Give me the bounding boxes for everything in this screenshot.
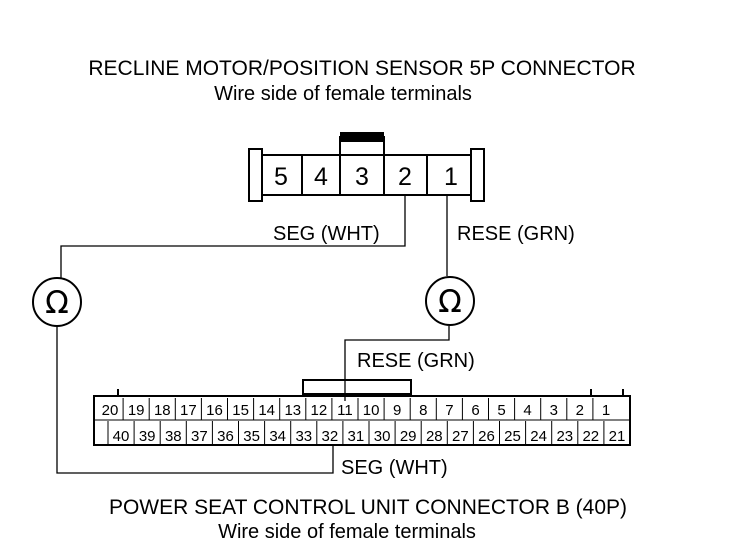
pin-39: 39 <box>139 428 156 445</box>
rese-wire-lower <box>344 326 450 401</box>
pin-28: 28 <box>426 428 443 445</box>
pin-19: 19 <box>128 402 145 419</box>
pin-30: 30 <box>374 428 391 445</box>
pin-3: 3 <box>355 163 369 191</box>
pin-40: 40 <box>113 428 130 445</box>
pin-15: 15 <box>232 402 249 419</box>
pin-34: 34 <box>269 428 286 445</box>
seg-wire-lower <box>56 326 334 474</box>
pin-6: 6 <box>471 402 479 419</box>
pin-4: 4 <box>314 163 328 191</box>
pin-26: 26 <box>478 428 495 445</box>
pin-33: 33 <box>295 428 312 445</box>
pin-row-top: 20 19 18 17 16 15 14 13 12 11 10 9 8 7 6 5 4 3 2 1 <box>102 398 610 420</box>
connector-40p-subtitle: Wire side of female terminals <box>218 521 476 543</box>
rese-wire-label-bottom: RESE (GRN) <box>357 350 475 372</box>
pin-1: 1 <box>444 163 458 191</box>
pin-9: 9 <box>393 402 401 419</box>
pin-13: 13 <box>284 402 301 419</box>
ohmmeter-left: Ω <box>32 277 82 327</box>
pin-7: 7 <box>445 402 453 419</box>
pin-17: 17 <box>180 402 197 419</box>
pin-16: 16 <box>206 402 223 419</box>
connector-5p: 5 4 3 2 1 <box>248 132 485 202</box>
pin-37: 37 <box>191 428 208 445</box>
ohm-icon: Ω <box>438 284 462 320</box>
pin-38: 38 <box>165 428 182 445</box>
pin-row-bottom: 40 39 38 37 36 35 34 33 32 31 30 29 28 27 26 25 24 23 22 21 <box>107 421 626 445</box>
pin-31: 31 <box>348 428 365 445</box>
pin-2: 2 <box>398 163 412 191</box>
pin-21: 21 <box>609 428 626 445</box>
pin-5: 5 <box>497 402 505 419</box>
connector-5p-title: RECLINE MOTOR/POSITION SENSOR 5P CONNECT… <box>88 57 635 80</box>
connector-5p-subtitle: Wire side of female terminals <box>214 83 472 105</box>
pin-20: 20 <box>102 402 119 419</box>
pin-29: 29 <box>400 428 417 445</box>
pin-2: 2 <box>576 402 584 419</box>
pin-4: 4 <box>523 402 531 419</box>
pin-27: 27 <box>452 428 469 445</box>
pin-35: 35 <box>243 428 260 445</box>
pin-25: 25 <box>504 428 521 445</box>
seg-wire-label-top: SEG (WHT) <box>273 223 380 245</box>
ohmmeter-right: Ω <box>425 276 475 326</box>
pin-23: 23 <box>556 428 573 445</box>
connector-lock-tab <box>302 379 412 395</box>
seg-wire <box>60 195 406 278</box>
rese-wire-label-top: RESE (GRN) <box>457 223 575 245</box>
connector-40p-title: POWER SEAT CONTROL UNIT CONNECTOR B (40P… <box>109 496 627 519</box>
pin-18: 18 <box>154 402 171 419</box>
pin-11: 11 <box>337 402 353 419</box>
pin-10: 10 <box>363 402 380 419</box>
pin-14: 14 <box>258 402 275 419</box>
pin-8: 8 <box>419 402 427 419</box>
pin-5: 5 <box>274 163 288 191</box>
pin-12: 12 <box>311 402 328 419</box>
pin-3: 3 <box>550 402 558 419</box>
ohm-icon: Ω <box>45 285 69 321</box>
pin-1: 1 <box>602 402 610 419</box>
pin-22: 22 <box>582 428 599 445</box>
pin-36: 36 <box>217 428 234 445</box>
seg-wire-label-bottom: SEG (WHT) <box>341 457 448 479</box>
pin-24: 24 <box>530 428 547 445</box>
pin-32: 32 <box>322 428 339 445</box>
